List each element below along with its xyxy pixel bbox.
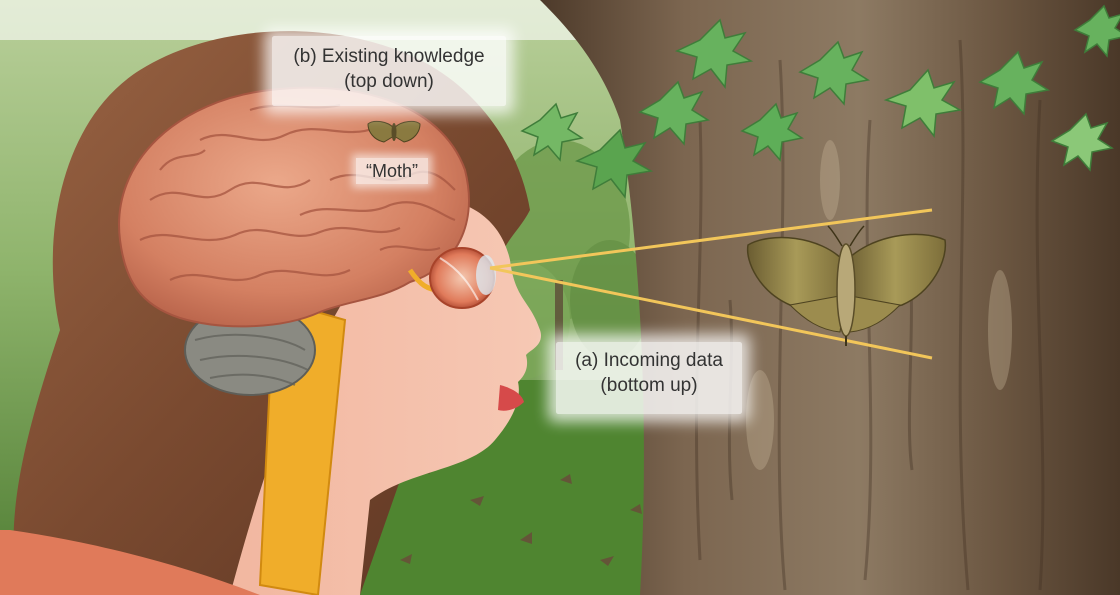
- eye-icon: [430, 248, 496, 308]
- incoming-data-line2: (bottom up): [556, 373, 742, 398]
- existing-knowledge-label: (b) Existing knowledge (top down): [272, 36, 506, 106]
- small-moth-icon: [368, 121, 420, 142]
- moth-concept-label: “Moth”: [356, 158, 428, 184]
- incoming-data-line1: (a) Incoming data: [556, 348, 742, 373]
- incoming-data-label: (a) Incoming data (bottom up): [556, 342, 742, 414]
- existing-knowledge-line2: (top down): [272, 69, 506, 94]
- existing-knowledge-line1: (b) Existing knowledge: [272, 44, 506, 69]
